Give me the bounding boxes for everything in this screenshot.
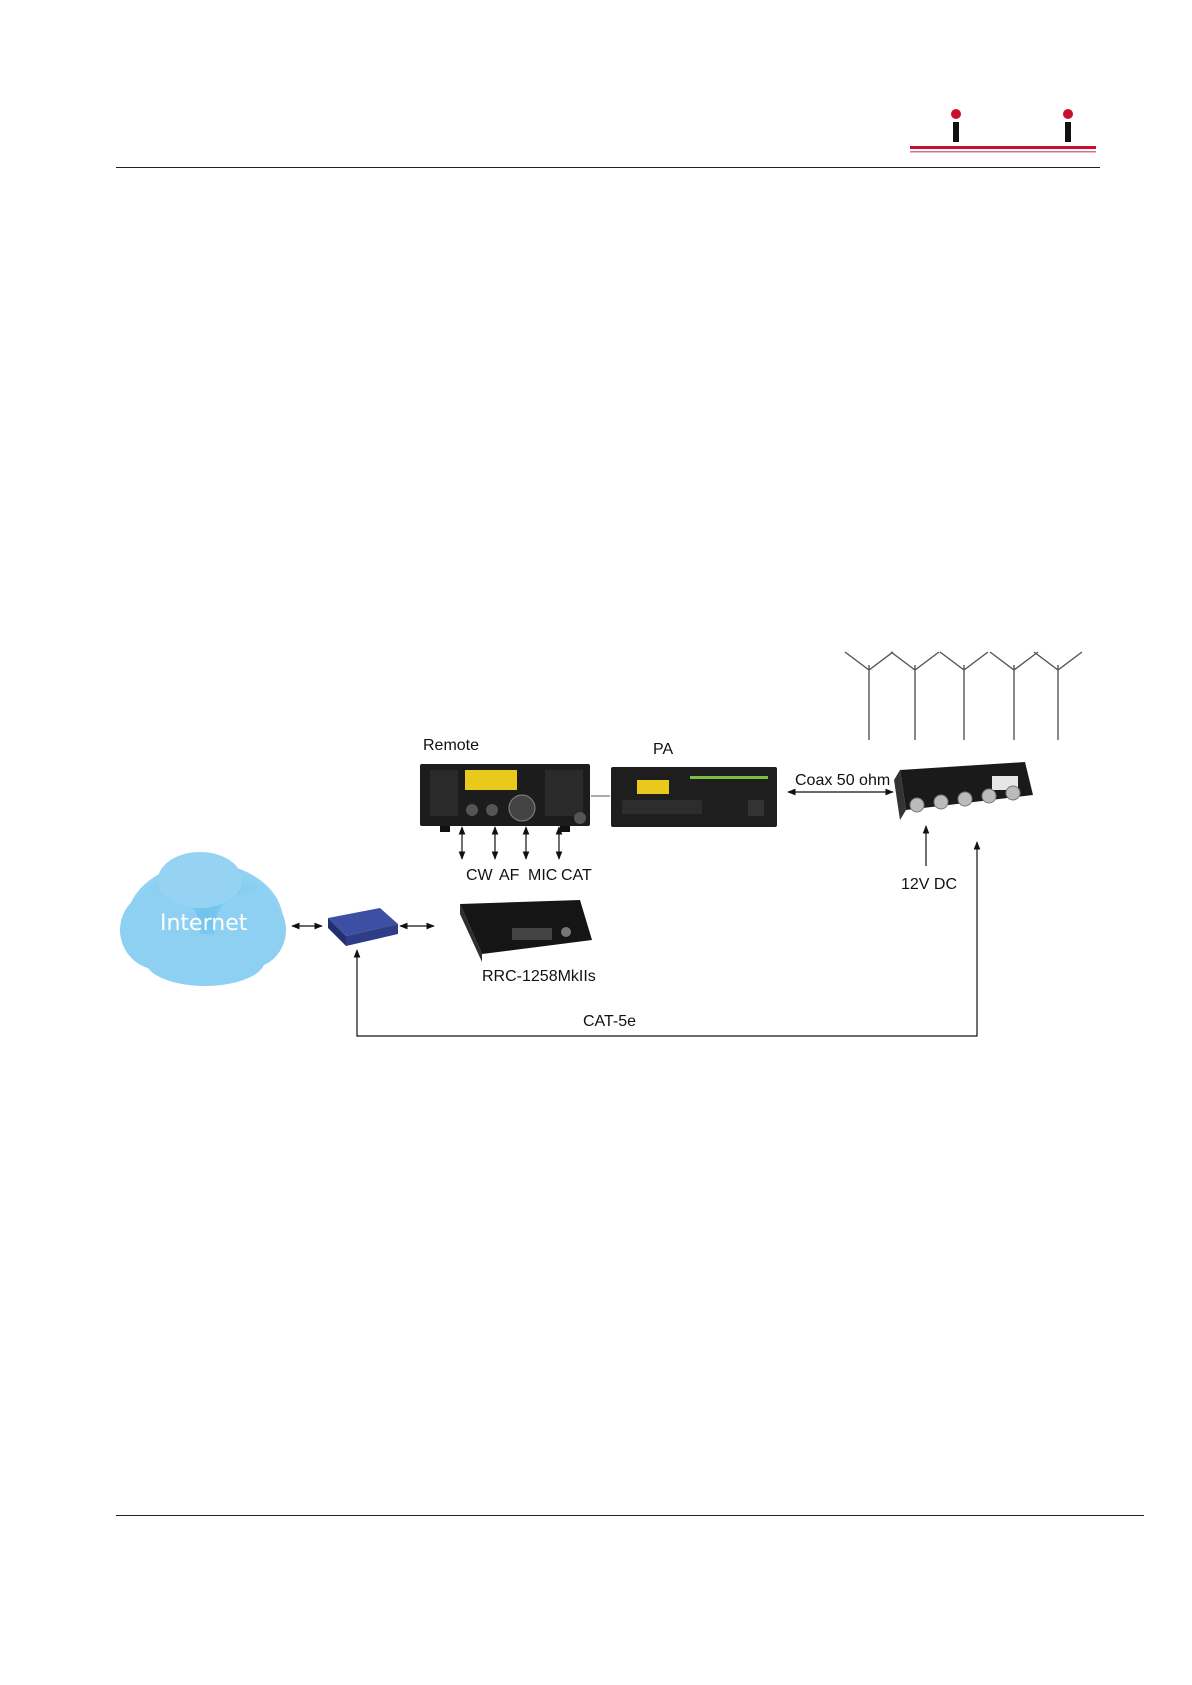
antenna-array-icon: [845, 652, 1082, 740]
cat5-label: CAT-5e: [583, 1013, 636, 1030]
footer-rule: [116, 1515, 1144, 1516]
rrc-interface-icon: [460, 900, 592, 962]
power-label: 12V DC: [901, 876, 957, 893]
signal-label-cat: CAT: [561, 867, 592, 884]
router-icon: [328, 908, 398, 946]
signal-label-mic: MIC: [528, 867, 557, 884]
power-amplifier-icon: [611, 767, 777, 827]
signal-label-af: AF: [499, 867, 520, 884]
signal-label-cw: CW: [466, 867, 494, 884]
coax-label: Coax 50 ohm: [795, 772, 890, 789]
rrc-label: RRC-1258MkIIs: [482, 968, 596, 985]
antenna-switch-icon: [894, 762, 1033, 820]
pa-label: PA: [653, 741, 673, 758]
remote-label: Remote: [423, 737, 479, 754]
internet-label: Internet: [160, 911, 248, 936]
remote-transceiver-icon: [420, 764, 590, 832]
